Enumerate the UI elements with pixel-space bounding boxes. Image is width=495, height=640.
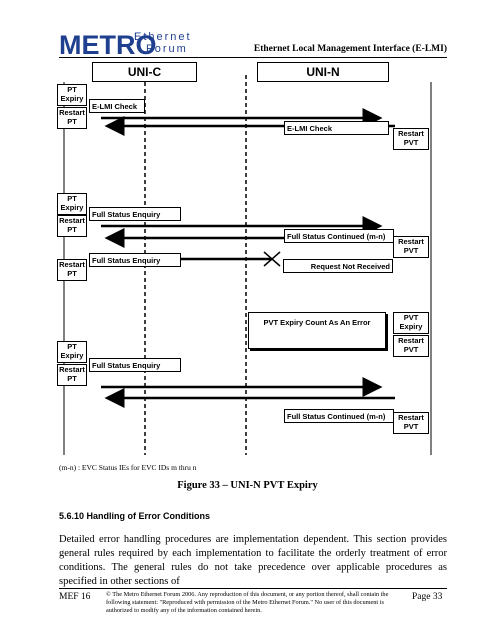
msg-full-status-enquiry: Full Status Enquiry <box>89 207 181 221</box>
diagram-note: (m-n) : EVC Status IEs for EVC IDs m thr… <box>59 463 197 472</box>
msg-full-status-enquiry: Full Status Enquiry <box>89 358 181 372</box>
msg-pvt-expiry-count: PVT Expiry Count As An Error <box>248 312 386 349</box>
document-title: Ethernet Local Management Interface (E-L… <box>253 44 447 54</box>
section-paragraph: Detailed error handling procedures are i… <box>59 534 447 587</box>
sequence-diagram <box>63 75 432 455</box>
logo-main: METRO <box>59 30 157 60</box>
msg-full-status-enquiry: Full Status Enquiry <box>89 253 181 267</box>
msg-elmi-check: E-LMI Check <box>284 121 389 135</box>
logo-line1: Ethernet <box>134 31 192 43</box>
logo: METRO <box>59 30 157 61</box>
logo-line2: Forum <box>146 43 188 55</box>
lost-mark-2 <box>263 251 281 267</box>
uni-n-header: UNI-N <box>257 62 389 82</box>
footer-doc-id: MEF 16 <box>59 592 91 602</box>
footer-copyright: © The Metro Ethernet Forum 2006. Any rep… <box>106 591 389 614</box>
footer-rule <box>59 588 447 589</box>
msg-full-status-continued: Full Status Continued (m-n) <box>284 229 394 243</box>
msg-full-status-continued: Full Status Continued (m-n) <box>284 409 394 423</box>
header-rule <box>59 57 447 58</box>
msg-elmi-check: E-LMI Check <box>89 99 145 113</box>
figure-title: Figure 33 – UNI-N PVT Expiry <box>177 480 318 491</box>
msg-request-not-received: Request Not Received <box>283 259 393 273</box>
section-heading: 5.6.10 Handling of Error Conditions <box>59 511 211 521</box>
footer-page-number: Page 33 <box>412 592 443 602</box>
uni-c-header: UNI-C <box>92 62 197 82</box>
